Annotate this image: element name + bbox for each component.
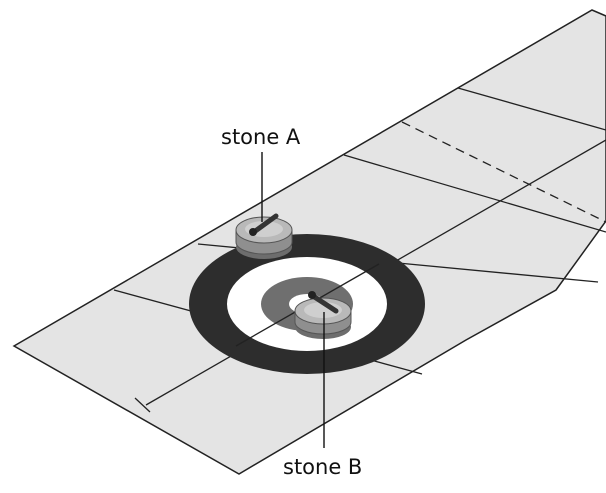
stone-b-label: stone B: [283, 455, 362, 479]
stone-b-handle: [310, 293, 339, 314]
stone-a-handle: [251, 213, 279, 235]
stone-b: [294, 291, 352, 339]
stone-b-handle-knob: [308, 291, 316, 299]
stone-a-handle-knob: [249, 228, 257, 236]
far-dashed-line: [401, 121, 606, 223]
stone-a: [235, 213, 293, 259]
stone-a-label: stone A: [221, 125, 301, 149]
foot-line: [134, 397, 151, 413]
far-line: [457, 87, 606, 131]
hog-line: [343, 154, 606, 233]
